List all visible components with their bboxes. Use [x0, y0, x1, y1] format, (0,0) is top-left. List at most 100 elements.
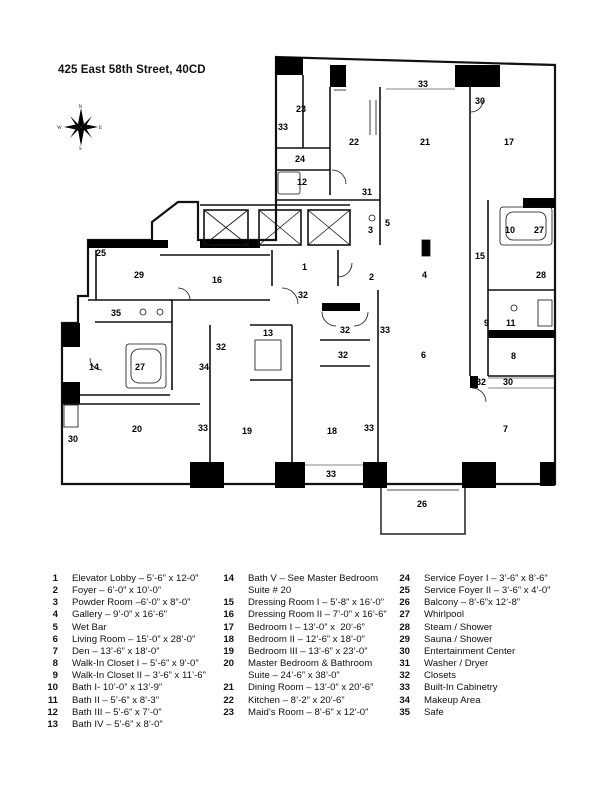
- legend-item: 8 Walk-In Closet I – 5’-6” x 9’-0”: [40, 658, 206, 670]
- solid-wall-blocks: [62, 57, 555, 488]
- floor-plan: 1 2 3 4 5 6 7 8 9 10 11 12 13 14 15 16 1…: [60, 55, 557, 535]
- room-label: 30: [475, 96, 485, 106]
- legend-item-text: Service Foyer I – 3’-6” x 8’-6”: [424, 573, 548, 584]
- legend-item-text: Bath V – See Master Bedroom Suite # 20: [248, 573, 379, 597]
- room-label: 29: [134, 270, 144, 280]
- room-label: 33: [326, 469, 336, 479]
- legend-item-text: Closets: [424, 670, 456, 682]
- room-label: 8: [511, 351, 516, 361]
- legend-item: 24 Service Foyer I – 3’-6” x 8’-6”: [392, 573, 550, 585]
- legend-item-text: Gallery – 9’-0” x 16’-6”: [72, 609, 167, 621]
- legend-item-number: 11: [47, 694, 58, 706]
- legend-item: 13 Bath IV – 5’-6” x 8’-0”: [40, 719, 206, 731]
- legend-item-text: Dressing Room I – 5’-8” x 16’-0”: [248, 597, 384, 609]
- legend-item-text: Bedroom III – 13’-6” x 23’-0”: [248, 645, 368, 657]
- room-label: 1: [302, 262, 307, 272]
- legend-item: 3 Powder Room –6’-0” x 8”-0”: [40, 597, 206, 609]
- room-label: 32: [216, 342, 226, 352]
- legend-item-number: 2: [52, 585, 58, 597]
- room-label: 32: [298, 290, 308, 300]
- legend-item-text: Dining Room – 13’-0” x 20’-6”: [248, 682, 374, 694]
- legend-item-text: Makeup Area: [424, 694, 481, 706]
- legend-item-number: 21: [223, 682, 234, 694]
- room-label: 32: [340, 325, 350, 335]
- room-label: 30: [503, 377, 513, 387]
- legend-item: 27 Whirlpool: [392, 609, 550, 621]
- room-label: 14: [89, 362, 99, 372]
- legend-item-text: Wet Bar: [72, 621, 107, 633]
- legend-item: 18 Bedroom II – 12’-6” x 18’-0”: [216, 634, 387, 646]
- compass-east: E: [99, 126, 102, 131]
- compass-west: W: [57, 126, 62, 131]
- room-label: 13: [263, 328, 273, 338]
- legend-item-text: Powder Room –6’-0” x 8”-0”: [72, 597, 191, 609]
- legend-item: 7 Den – 13’-6” x 18’-0”: [40, 646, 206, 658]
- legend-item: 16 Dressing Room II – 7’-0” x 16’-6”: [216, 609, 387, 621]
- legend-item-number: 8: [52, 658, 58, 670]
- legend-item-number: 19: [223, 645, 234, 657]
- legend-item-number: 18: [223, 633, 234, 645]
- room-label: 22: [349, 137, 359, 147]
- legend-item-text: Entertainment Center: [424, 645, 516, 657]
- interior-walls: [62, 75, 555, 462]
- legend-item-number: 20: [223, 658, 234, 670]
- legend-item: 26 Balcony – 8’-6”x 12’-8”: [392, 597, 550, 609]
- legend-item-number: 16: [223, 609, 234, 621]
- legend-item-text: Bath I- 10’-0” x 13’-9”: [72, 682, 163, 694]
- legend-item-text: Bath II – 5’-6” x 8’-3”: [72, 694, 159, 706]
- room-label: 7: [503, 424, 508, 434]
- legend-item-number: 12: [47, 706, 58, 718]
- room-label: 33: [380, 325, 390, 335]
- legend-item-text: Dressing Room II – 7’-0” x 16’-6”: [248, 609, 387, 621]
- legend-item-number: 6: [52, 633, 58, 645]
- compass-rose-icon: N S W E: [57, 105, 102, 150]
- legend-item-number: 13: [47, 718, 58, 730]
- legend-item-number: 27: [399, 609, 410, 621]
- legend-item-text: Balcony – 8’-6”x 12’-8”: [424, 597, 520, 609]
- room-label: 16: [212, 275, 222, 285]
- legend-item: 9 Walk-In Closet II – 3’-6” x 11’-6”: [40, 670, 206, 682]
- legend-item-text: Walk-In Closet II – 3’-6” x 11’-6”: [72, 670, 206, 682]
- legend-item-number: 9: [52, 670, 58, 682]
- legend-item-number: 3: [52, 597, 58, 609]
- legend-item-number: 10: [47, 682, 58, 694]
- room-label: 27: [135, 362, 145, 372]
- legend-item-text: Bedroom II – 12’-6” x 18’-0”: [248, 633, 365, 645]
- legend-item-number: 30: [399, 645, 410, 657]
- legend-item-number: 7: [52, 645, 58, 657]
- cabinet-hatching: [305, 88, 555, 485]
- room-label: 23: [296, 104, 306, 114]
- legend-item-number: 35: [399, 706, 410, 718]
- legend-item: 11 Bath II – 5’-6” x 8’-3”: [40, 695, 206, 707]
- room-label: 26: [417, 499, 427, 509]
- elevator-shafts: [203, 209, 351, 246]
- legend-item-number: 24: [399, 573, 410, 584]
- legend-item-text: Kitchen – 8’-2” x 20’-6”: [248, 694, 345, 706]
- room-label: 33: [278, 122, 288, 132]
- legend-item-text: Steam / Shower: [424, 621, 493, 633]
- legend-item-text: Sauna / Shower: [424, 633, 493, 645]
- legend-item-text: Whirlpool: [424, 609, 464, 621]
- legend-item-number: 22: [223, 694, 234, 706]
- legend-item-number: 34: [399, 694, 410, 706]
- room-label: 32: [338, 350, 348, 360]
- legend-item-text: Bath IV – 5’-6” x 8’-0”: [72, 718, 163, 730]
- legend-item-text: Walk-In Closet I – 5’-6” x 9’-0”: [72, 658, 199, 670]
- legend-item-number: 26: [399, 597, 410, 609]
- legend-item-text: Den – 13’-6” x 18’-0”: [72, 645, 160, 657]
- legend-item-text: Elevator Lobby – 5’-6” x 12-0”: [72, 573, 199, 584]
- room-numbers: 1 2 3 4 5 6 7 8 9 10 11 12 13 14 15 16 1…: [68, 62, 546, 509]
- legend-item-number: 23: [223, 706, 234, 718]
- room-label: 3: [368, 225, 373, 235]
